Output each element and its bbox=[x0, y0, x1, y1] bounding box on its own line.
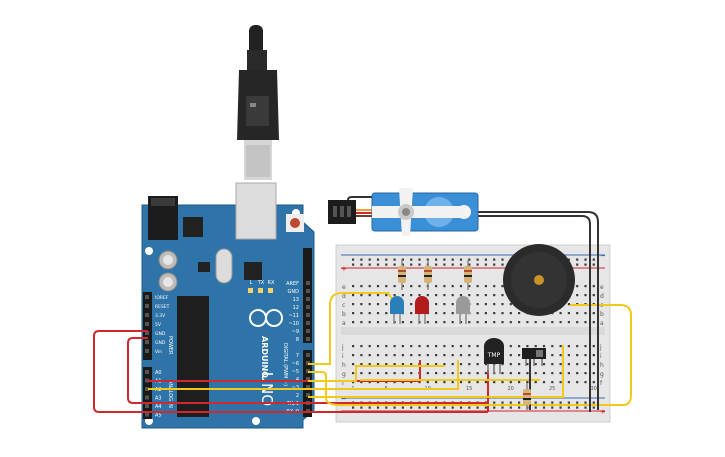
digital-header-top bbox=[303, 248, 312, 343]
column-number: 15 bbox=[466, 386, 472, 392]
resistor bbox=[398, 260, 406, 290]
digital-pin-label: ~5 bbox=[292, 369, 299, 375]
power-pin-label: RESET bbox=[155, 304, 170, 310]
digital-pin-label: ~6 bbox=[292, 361, 299, 367]
digital-pin-label: 13 bbox=[293, 297, 299, 303]
row-letter: a bbox=[600, 320, 604, 327]
power-pin-label: 3.3V bbox=[155, 313, 166, 319]
row-letter: f bbox=[600, 380, 603, 387]
row-letter: i bbox=[600, 353, 602, 360]
row-letter: j bbox=[341, 344, 344, 351]
power-title: POWER bbox=[167, 336, 173, 355]
resistor bbox=[424, 260, 432, 290]
row-letter: d bbox=[342, 293, 346, 300]
led-label-l: L bbox=[250, 280, 253, 286]
rail-minus-bottom: − bbox=[341, 395, 347, 403]
digital-pin-label: ~10 bbox=[288, 321, 299, 327]
led-blue[interactable] bbox=[390, 296, 404, 324]
row-letter: a bbox=[342, 320, 346, 327]
sensor-label: TMP bbox=[487, 352, 501, 359]
row-letter: b bbox=[342, 311, 346, 318]
analog-pin-label: A4 bbox=[155, 404, 162, 410]
resistor bbox=[523, 383, 531, 410]
row-letter: d bbox=[600, 293, 604, 300]
row-letter: c bbox=[342, 302, 345, 309]
digital-pin-label: AREF bbox=[286, 281, 299, 287]
digital-pin-label: GND bbox=[288, 289, 300, 295]
power-pin-label: Vin bbox=[155, 349, 162, 355]
row-letter: e bbox=[342, 284, 346, 291]
rail-plus-top: + bbox=[341, 265, 347, 273]
crystal-oscillator bbox=[215, 248, 233, 284]
row-letter: g bbox=[600, 371, 604, 378]
column-number: 25 bbox=[549, 386, 555, 392]
rail-minus-top: − bbox=[600, 252, 606, 260]
led-label-rx: RX bbox=[268, 280, 275, 286]
power-pin-label: GND bbox=[155, 331, 166, 337]
usb-port bbox=[235, 182, 277, 240]
analog-header bbox=[143, 367, 152, 419]
atmega-chip bbox=[177, 296, 209, 417]
row-letter: h bbox=[600, 362, 604, 369]
servo-motor-icon[interactable] bbox=[328, 188, 479, 236]
row-letter: e bbox=[600, 284, 604, 291]
row-letter: f bbox=[342, 380, 345, 387]
analog-pin-label: A3 bbox=[155, 396, 162, 402]
resistor bbox=[464, 260, 472, 290]
led-red[interactable] bbox=[415, 296, 429, 324]
digital-pin-label: 2 bbox=[296, 393, 299, 399]
power-pin-label: 5V bbox=[155, 322, 162, 328]
row-letter: g bbox=[342, 371, 346, 378]
piezo-buzzer-icon[interactable] bbox=[503, 244, 575, 316]
analog-pin-label: A0 bbox=[155, 370, 162, 376]
wire-yellow[interactable] bbox=[148, 292, 632, 406]
led-gray[interactable] bbox=[456, 296, 470, 324]
digital-pin-label: 7 bbox=[296, 353, 299, 359]
digital-pin-label: 8 bbox=[296, 337, 299, 343]
row-letter: b bbox=[600, 311, 604, 318]
temperature-sensor-icon[interactable]: TMP bbox=[484, 338, 504, 374]
row-letter: j bbox=[599, 344, 602, 351]
row-letter: i bbox=[342, 353, 344, 360]
power-pin-label: IOREF bbox=[155, 295, 169, 301]
column-number: 20 bbox=[508, 386, 514, 392]
usb-cable-icon[interactable] bbox=[237, 25, 279, 180]
led-label-tx: TX bbox=[257, 280, 265, 286]
column-number: 30 bbox=[591, 386, 597, 392]
rail-plus-bottom: + bbox=[600, 408, 606, 416]
power-pin-label: GND bbox=[155, 340, 166, 346]
arduino-uno-board[interactable]: L TX RX ARDUINO UNO IOREFRESET3.3V5VGNDG… bbox=[141, 182, 315, 429]
arduino-brand-text: ARDUINO bbox=[260, 336, 269, 378]
digital-pin-label: ~11 bbox=[288, 313, 299, 319]
digital-header-bottom bbox=[303, 350, 312, 417]
digital-pin-label: ~9 bbox=[292, 329, 299, 335]
slide-switch-icon[interactable] bbox=[522, 348, 546, 366]
analog-pin-label: A5 bbox=[155, 413, 162, 419]
row-letter: h bbox=[342, 362, 346, 369]
analog-title: ANALOG IN bbox=[167, 380, 173, 408]
digital-title: DIGITAL (PWM ~) bbox=[282, 343, 288, 386]
digital-pin-label: 12 bbox=[293, 305, 299, 311]
